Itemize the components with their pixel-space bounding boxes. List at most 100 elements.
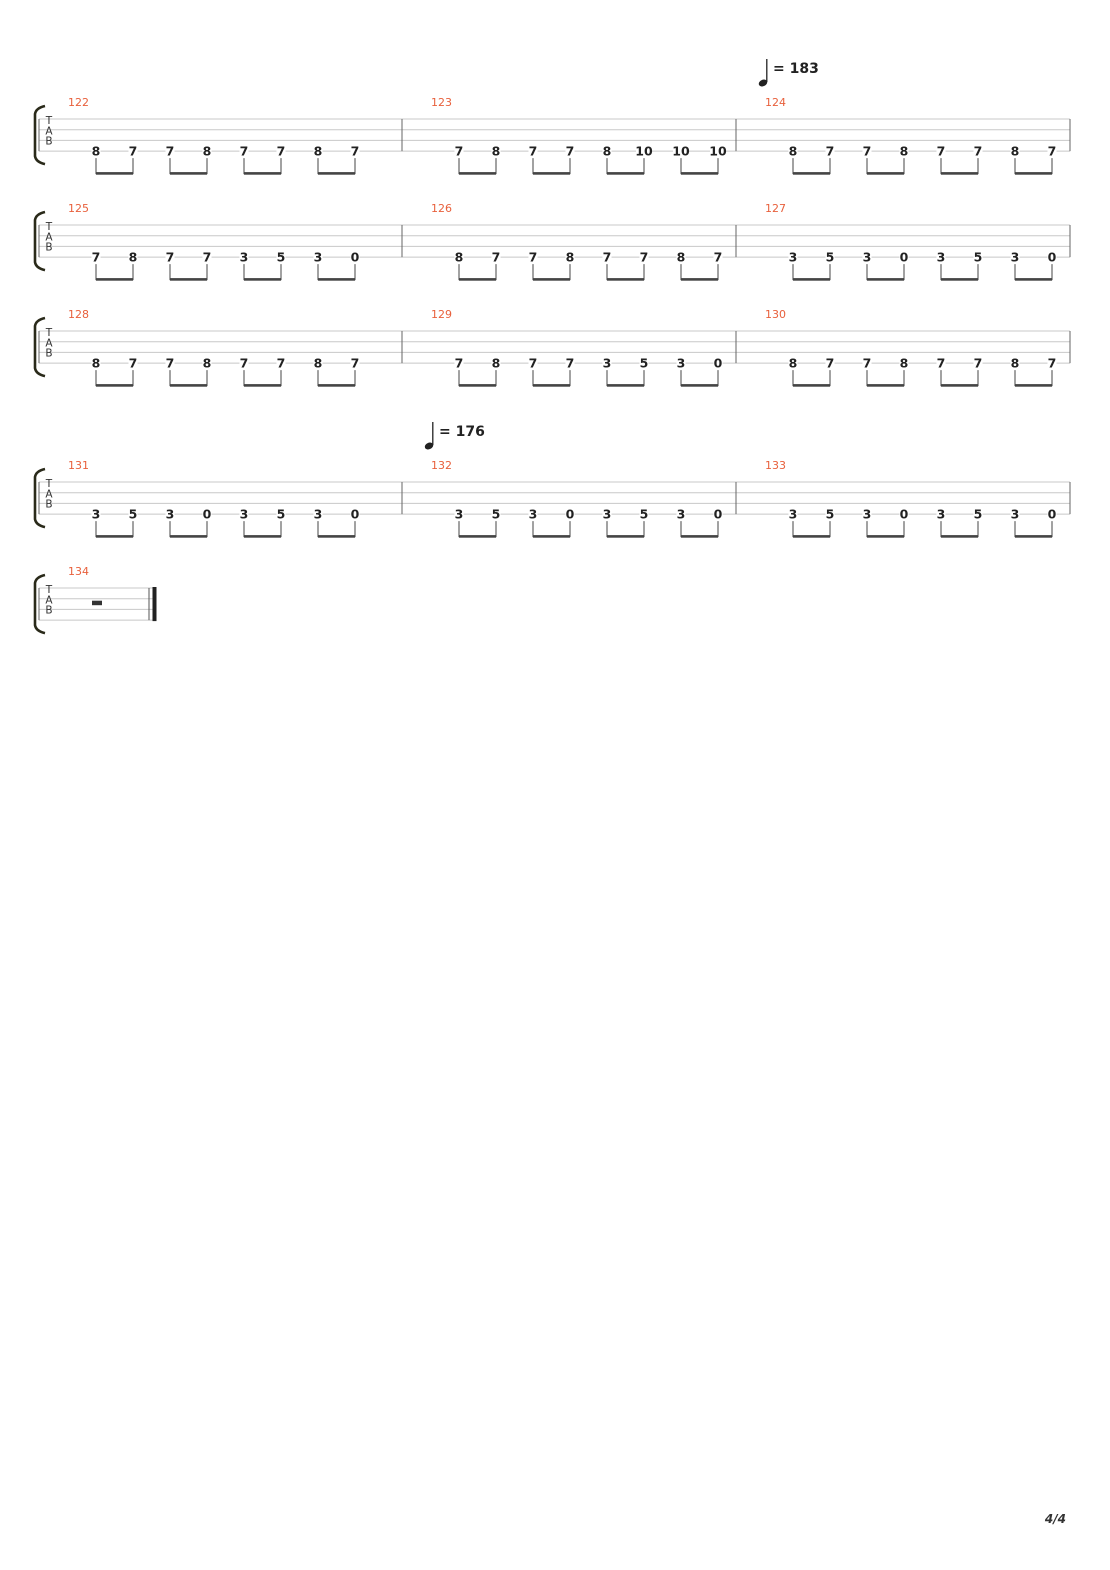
fret-number: 0 bbox=[203, 506, 212, 521]
tab-clef-letter: A bbox=[45, 488, 53, 500]
fret-number: 8 bbox=[1011, 143, 1020, 158]
fret-number: 3 bbox=[937, 506, 946, 521]
fret-background bbox=[350, 357, 360, 369]
fret-background bbox=[973, 251, 983, 263]
fret-number: 0 bbox=[566, 506, 575, 521]
fret-number: 8 bbox=[203, 355, 212, 370]
fret-background bbox=[454, 357, 464, 369]
system-bracket bbox=[33, 573, 46, 635]
fret-background bbox=[713, 357, 723, 369]
note-beam bbox=[459, 535, 496, 538]
fret-background bbox=[454, 145, 464, 157]
note-beam bbox=[681, 172, 718, 175]
note-beam bbox=[459, 278, 496, 281]
fret-background bbox=[788, 357, 798, 369]
quarter-note-icon bbox=[424, 442, 434, 450]
fret-background bbox=[202, 145, 212, 157]
fret-number: 7 bbox=[566, 143, 575, 158]
fret-background bbox=[128, 508, 138, 520]
fret-number: 3 bbox=[677, 506, 686, 521]
fret-background bbox=[528, 508, 538, 520]
fret-number: 3 bbox=[92, 506, 101, 521]
tab-clef-letter: A bbox=[45, 125, 53, 137]
fret-number: 0 bbox=[714, 506, 723, 521]
fret-background bbox=[1010, 357, 1020, 369]
fret-background bbox=[350, 251, 360, 263]
note-beam bbox=[793, 278, 830, 281]
fret-number: 7 bbox=[492, 249, 501, 264]
fret-number: 0 bbox=[900, 506, 909, 521]
fret-number: 7 bbox=[974, 355, 983, 370]
note-beam bbox=[867, 278, 904, 281]
tempo-value: = 176 bbox=[439, 424, 485, 440]
fret-number: 0 bbox=[714, 355, 723, 370]
fret-background bbox=[825, 145, 835, 157]
note-beam bbox=[318, 384, 355, 387]
fret-background bbox=[528, 145, 538, 157]
note-beam bbox=[244, 384, 281, 387]
fret-background bbox=[565, 251, 575, 263]
final-barline-thick bbox=[152, 587, 157, 622]
fret-background bbox=[899, 251, 909, 263]
system-bracket bbox=[33, 210, 46, 272]
fret-background bbox=[639, 508, 649, 520]
note-beam bbox=[607, 384, 644, 387]
tab-clef-letter: T bbox=[45, 221, 53, 233]
fret-number: 7 bbox=[240, 355, 249, 370]
fret-background bbox=[276, 251, 286, 263]
fret-background bbox=[165, 251, 175, 263]
fret-number: 3 bbox=[603, 506, 612, 521]
fret-number: 7 bbox=[1048, 355, 1057, 370]
fret-number: 8 bbox=[603, 143, 612, 158]
fret-background bbox=[491, 508, 501, 520]
note-beam bbox=[96, 535, 133, 538]
fret-background bbox=[862, 357, 872, 369]
fret-background bbox=[639, 357, 649, 369]
fret-background bbox=[636, 145, 652, 157]
fret-background bbox=[313, 145, 323, 157]
fret-background bbox=[128, 251, 138, 263]
fret-background bbox=[276, 508, 286, 520]
fret-number: 8 bbox=[789, 143, 798, 158]
fret-number: 8 bbox=[1011, 355, 1020, 370]
note-beam bbox=[170, 384, 207, 387]
fret-background bbox=[91, 357, 101, 369]
fret-number: 3 bbox=[603, 355, 612, 370]
note-beam bbox=[867, 172, 904, 175]
fret-background bbox=[128, 357, 138, 369]
fret-background bbox=[602, 145, 612, 157]
tab-clef-letter: B bbox=[45, 136, 52, 148]
fret-number: 8 bbox=[492, 355, 501, 370]
note-beam bbox=[793, 384, 830, 387]
fret-background bbox=[313, 251, 323, 263]
note-beam bbox=[607, 535, 644, 538]
fret-number: 5 bbox=[492, 506, 501, 521]
note-beam bbox=[96, 384, 133, 387]
fret-number: 5 bbox=[640, 506, 649, 521]
fret-number: 7 bbox=[566, 355, 575, 370]
note-beam bbox=[1015, 384, 1052, 387]
rest-symbol bbox=[92, 600, 102, 606]
fret-background bbox=[936, 251, 946, 263]
fret-number: 7 bbox=[640, 249, 649, 264]
system-bracket bbox=[33, 104, 46, 166]
note-beam bbox=[170, 172, 207, 175]
fret-background bbox=[602, 251, 612, 263]
note-beam bbox=[607, 278, 644, 281]
fret-background bbox=[973, 145, 983, 157]
fret-background bbox=[676, 508, 686, 520]
fret-number: 5 bbox=[974, 506, 983, 521]
tab-clef-letter: T bbox=[45, 478, 53, 490]
fret-number: 10 bbox=[635, 143, 653, 158]
fret-number: 7 bbox=[129, 355, 138, 370]
note-beam bbox=[1015, 278, 1052, 281]
fret-background bbox=[276, 145, 286, 157]
fret-number: 7 bbox=[351, 355, 360, 370]
note-beam bbox=[533, 172, 570, 175]
note-beam bbox=[244, 172, 281, 175]
fret-number: 3 bbox=[789, 506, 798, 521]
fret-background bbox=[639, 251, 649, 263]
tempo-value: = 183 bbox=[773, 61, 819, 77]
fret-number: 8 bbox=[92, 355, 101, 370]
fret-number: 3 bbox=[166, 506, 175, 521]
